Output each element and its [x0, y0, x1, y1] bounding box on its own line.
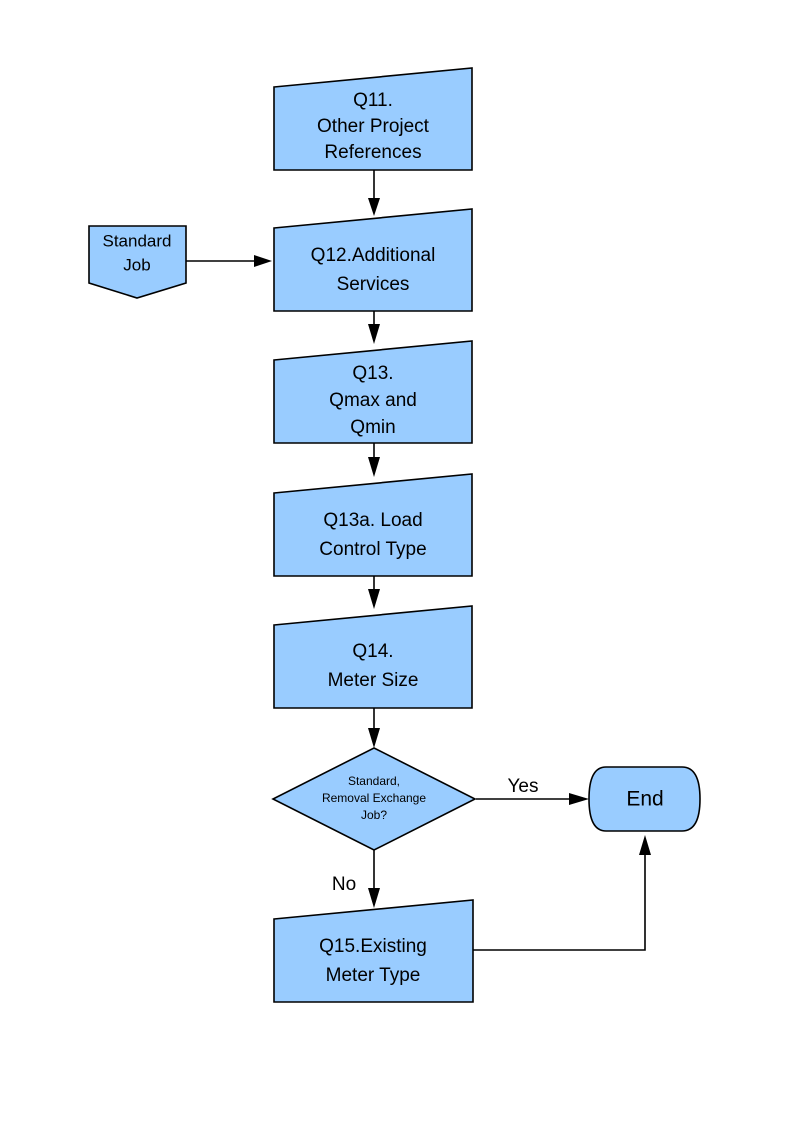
- node-q12-line-1: Q12.Additional: [311, 245, 436, 266]
- node-standard-job-line-2: Job: [123, 255, 150, 274]
- node-q11-line-1: Q11.: [353, 90, 393, 111]
- connector-decision-yes-to-end: [476, 793, 589, 805]
- connector-q14-to-decision: [368, 708, 380, 748]
- node-q13-line-2: Qmax and: [329, 390, 417, 411]
- node-q14-line-1: Q14.: [352, 641, 393, 662]
- node-decision-line-3: Job?: [361, 808, 387, 822]
- node-decision-standard-removal-exchange[interactable]: Standard, Removal Exchange Job?: [271, 747, 477, 851]
- node-q11-line-2: Other Project: [317, 116, 430, 137]
- node-decision-line-1: Standard,: [348, 774, 400, 788]
- node-q13a[interactable]: Q13a. Load Control Type: [273, 473, 473, 577]
- node-q12[interactable]: Q12.Additional Services: [273, 208, 473, 312]
- node-q13-line-1: Q13.: [352, 363, 393, 384]
- node-q15[interactable]: Q15.Existing Meter Type: [273, 899, 474, 1003]
- node-q15-line-1: Q15.Existing: [319, 936, 427, 957]
- node-q11[interactable]: Q11. Other Project References: [273, 67, 473, 171]
- connector-q13a-to-q14: [368, 576, 380, 609]
- node-q14-line-2: Meter Size: [328, 670, 419, 691]
- node-q12-line-2: Services: [337, 274, 410, 295]
- node-standard-job-line-1: Standard: [103, 231, 172, 250]
- connector-decision-no-to-q15: [368, 850, 380, 908]
- node-q14[interactable]: Q14. Meter Size: [273, 605, 473, 709]
- connector-standardjob-to-q12: [186, 255, 272, 267]
- node-q13a-line-2: Control Type: [319, 539, 426, 560]
- node-end[interactable]: End: [588, 766, 701, 832]
- node-q13-line-3: Qmin: [350, 417, 395, 438]
- node-end-label: End: [626, 788, 663, 811]
- node-standard-job[interactable]: Standard Job: [88, 225, 187, 299]
- node-decision-line-2: Removal Exchange: [322, 791, 426, 805]
- connector-q13-to-q13a: [368, 443, 380, 477]
- node-q13a-line-1: Q13a. Load: [323, 510, 422, 531]
- edge-label-yes: Yes: [508, 776, 539, 797]
- edge-label-no: No: [332, 874, 356, 895]
- node-q13[interactable]: Q13. Qmax and Qmin: [273, 340, 473, 444]
- connector-q11-to-q12: [368, 170, 380, 216]
- node-q11-line-3: References: [324, 142, 421, 163]
- connector-q15-to-end: [473, 835, 651, 951]
- node-q15-line-2: Meter Type: [326, 965, 421, 986]
- connector-q12-to-q13: [368, 311, 380, 344]
